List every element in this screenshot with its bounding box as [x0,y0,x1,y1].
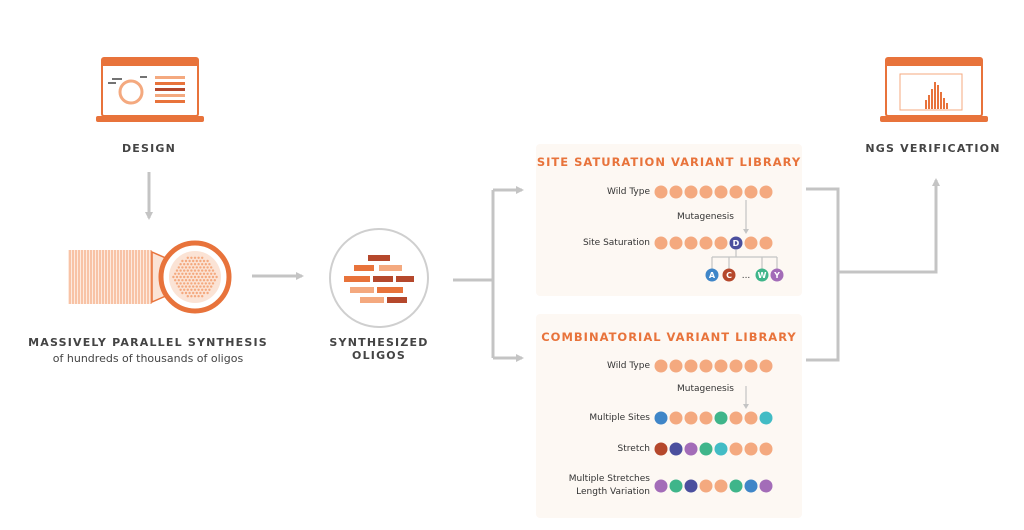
step-oligos-label: SYNTHESIZED OLIGOS [329,336,429,362]
wild-type-dot [729,185,743,199]
site-saturation-dot [684,236,698,250]
site-saturation-dot [699,236,713,250]
step-ngs-label: NGS VERIFICATION [865,142,1001,155]
combinatorial-panel: COMBINATORIAL VARIANT LIBRARY Wild Type … [536,314,802,518]
combinatorial-row-1-dot [714,442,728,456]
combinatorial-row-0-dot [759,411,773,425]
combinatorial-row-2-dot [669,479,683,493]
variant-c-dot-letter: C [726,271,732,280]
combinatorial-row-0-dot [729,411,743,425]
combinatorial-dots [654,359,773,493]
site-saturation-dot [669,236,683,250]
mutagenesis-label: Mutagenesis [677,384,734,394]
wild-type-dot [729,359,743,373]
wild-type-dot [669,359,683,373]
connector-site-out [806,187,840,362]
wild-type-dot [744,359,758,373]
site-saturation-dot [714,236,728,250]
variant-a-dot [705,268,719,282]
wild-type-dot [654,359,668,373]
combinatorial-row-0-dot [669,411,683,425]
oligo-pool-icon [329,228,429,328]
site-saturation-panel: SITE SATURATION VARIANT LIBRARY Wild Typ… [536,144,802,296]
laptop-histogram-icon [880,57,988,122]
combinatorial-row-2-dot [729,479,743,493]
combinatorial-row-1-dot [684,442,698,456]
length-variation-label: Length Variation [576,487,650,497]
step-synthesis-sublabel: of hundreds of thousands of oligos [52,352,244,365]
combinatorial-title: COMBINATORIAL VARIANT LIBRARY [541,330,797,344]
mutagenesis-label: Mutagenesis [677,212,734,222]
stretch-label: Stretch [617,444,650,454]
combinatorial-row-0-dot [744,411,758,425]
combinatorial-row-2-dot [684,479,698,493]
site-saturation-dot [744,236,758,250]
wild-type-dot [714,185,728,199]
variant-y-dot [770,268,784,282]
wild-type-label: Wild Type [607,187,650,197]
multiple-stretches-label: Multiple Stretches [568,474,650,484]
wild-type-dot [714,359,728,373]
silicon-chip-icon [68,240,232,314]
wild-type-dot [699,185,713,199]
combinatorial-row-0-dot [684,411,698,425]
combinatorial-row-0-dot [714,411,728,425]
step-design-label: DESIGN [121,142,177,155]
variant-c-dot [722,268,736,282]
saturated-site-dot-letter: D [733,239,740,248]
combinatorial-row-1-dot [669,442,683,456]
variant-a-dot-letter: A [709,271,716,280]
wild-type-dot [684,185,698,199]
wild-type-dot [684,359,698,373]
combinatorial-row-2-dot [699,479,713,493]
laptop-design-icon [96,57,204,122]
wild-type-dot [759,185,773,199]
site-saturation-dot [654,236,668,250]
wild-type-dot [744,185,758,199]
wild-type-dot [654,185,668,199]
wild-type-dot [669,185,683,199]
combinatorial-row-2-dot [654,479,668,493]
variant-w-dot-letter: W [758,271,767,280]
combinatorial-row-1-dot [744,442,758,456]
variant-y-dot-letter: Y [773,271,780,280]
saturated-site-dot [729,236,743,250]
combinatorial-row-2-dot [744,479,758,493]
combinatorial-row-0-dot [654,411,668,425]
variant-w-dot [755,268,769,282]
combinatorial-row-1-dot [699,442,713,456]
combinatorial-row-1-dot [759,442,773,456]
combinatorial-row-2-dot [714,479,728,493]
site-saturation-label: Site Saturation [582,238,650,248]
wild-type-dot [699,359,713,373]
arrow-to-ngs [838,178,940,274]
wild-type-label: Wild Type [607,361,650,371]
site-saturation-dot [759,236,773,250]
wild-type-dot [759,359,773,373]
combinatorial-row-2-dot [759,479,773,493]
step-synthesis-label: MASSIVELY PARALLEL SYNTHESIS [28,336,268,349]
site-saturation-title: SITE SATURATION VARIANT LIBRARY [536,155,802,169]
combinatorial-row-0-dot [699,411,713,425]
ellipsis: ... [742,271,751,281]
combinatorial-row-1-dot [654,442,668,456]
combinatorial-row-1-dot [729,442,743,456]
multiple-sites-label: Multiple Sites [589,413,650,423]
